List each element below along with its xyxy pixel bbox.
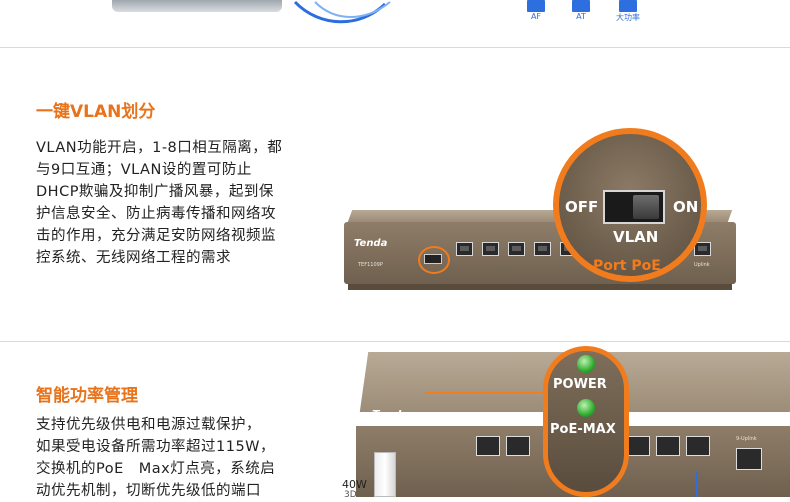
switch2-brand: Tenda xyxy=(372,408,409,421)
power-line: 交换机的PoE Max灯点亮，系统启 xyxy=(36,461,276,477)
vlan-zoom-circle: OFF ON VLAN Port PoE xyxy=(553,128,707,282)
ap-device xyxy=(374,452,396,497)
switch-base-shadow xyxy=(348,284,732,290)
power-line: 如果受电设备所需功率超过115W， xyxy=(36,439,276,455)
switch2-uplink-label: 9-Uplink xyxy=(736,436,757,442)
zoom-switch-lever xyxy=(633,195,659,219)
divider-middle xyxy=(0,341,790,342)
port-1 xyxy=(456,242,473,256)
power-line: 支持优先级供电和电源过载保护， xyxy=(36,417,261,433)
zoom-vlan-switch xyxy=(603,190,665,224)
orange-connector-line xyxy=(426,392,546,393)
vlan-description: VLAN功能开启，1-8口相互隔离，都 与9口互通；VLAN设的置可防止 DHC… xyxy=(36,137,356,269)
zoom-vlan-label: VLAN xyxy=(613,228,659,246)
device-power-label2: 3D xyxy=(344,490,357,500)
device-image-partial xyxy=(112,0,282,12)
orange-pointer-ring xyxy=(418,246,450,274)
switch-model: TEF1109P xyxy=(358,262,383,268)
switch2-port-uplink xyxy=(736,448,762,470)
divider-top xyxy=(0,47,790,48)
vlan-section-title: 一键VLAN划分 xyxy=(36,102,156,122)
zoom-off-label: OFF xyxy=(565,198,599,216)
switch2-port-6 xyxy=(656,436,680,456)
switch2-port-2 xyxy=(506,436,530,456)
zoom-on-label: ON xyxy=(673,198,699,216)
legend-af-swatch xyxy=(527,0,545,12)
legend-at-swatch xyxy=(572,0,590,12)
vlan-line: 护信息安全、防止病毒传播和网络攻 xyxy=(36,206,276,222)
power-led-icon xyxy=(577,355,595,373)
switch2-port-7 xyxy=(686,436,710,456)
cable-graphic xyxy=(293,0,391,24)
vlan-line: 与9口互通；VLAN设的置可防止 xyxy=(36,162,252,178)
device-power-label: 40W xyxy=(342,478,367,491)
vlan-line: VLAN功能开启，1-8口相互隔离，都 xyxy=(36,140,283,156)
switch-brand: Tenda xyxy=(354,238,388,249)
legend-high-power-swatch xyxy=(619,0,637,12)
poe-max-led-icon xyxy=(577,399,595,417)
power-description: 支持优先级供电和电源过载保护， 如果受电设备所需功率超过115W， 交换机的Po… xyxy=(36,414,356,502)
port-3 xyxy=(508,242,525,256)
vlan-line: 击的作用，充分满足安防网络视频监 xyxy=(36,228,276,244)
power-line: 动优先机制，切断优先级低的端口 xyxy=(36,483,261,499)
vlan-line: 控系统、无线网络工程的需求 xyxy=(36,250,231,266)
uplink-label: Uplink xyxy=(694,262,710,268)
switch2-port-1 xyxy=(476,436,500,456)
zoom-power-label: POWER xyxy=(553,377,607,392)
port-uplink xyxy=(694,242,711,256)
switch2-port-5 xyxy=(626,436,650,456)
zoom-poe-max-label: PoE-MAX xyxy=(550,422,616,437)
zoom-port-poe-label: Port PoE xyxy=(593,258,661,274)
vlan-line: DHCP欺骗及抑制广播风暴，起到保 xyxy=(36,184,274,200)
legend-high-power-label: 大功率 xyxy=(616,13,640,22)
power-zoom-pill: POWER PoE-MAX xyxy=(543,346,629,497)
port-2 xyxy=(482,242,499,256)
port-4 xyxy=(534,242,551,256)
legend-at-label: AT xyxy=(576,12,586,21)
legend-af-label: AF xyxy=(530,12,542,21)
top-strip: AF AT 大功率 xyxy=(0,0,790,48)
blue-cable xyxy=(696,472,698,497)
power-section-title: 智能功率管理 xyxy=(36,386,138,406)
